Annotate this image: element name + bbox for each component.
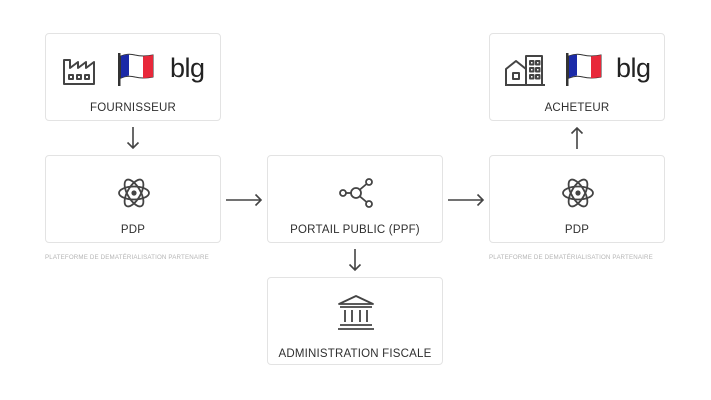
- arrow-down-portail-administration: [348, 249, 362, 272]
- buildings-icon: [505, 55, 545, 86]
- administration-node: ADMINISTRATION FISCALE: [267, 277, 443, 365]
- pdp-right-label: PDP: [564, 224, 590, 236]
- arrow-right-pdp-portail: [226, 193, 263, 207]
- acheteur-node: blg ACHETEUR: [489, 33, 665, 121]
- network-hub-icon: [339, 178, 373, 208]
- government-building-icon: [338, 295, 374, 330]
- pdp-right-caption: PLATEFORME DE DEMATÉRIALISATION PARTENAI…: [489, 254, 653, 261]
- arrow-right-portail-pdp: [448, 193, 485, 207]
- pdp-left-caption: PLATEFORME DE DEMATÉRIALISATION PARTENAI…: [45, 254, 209, 261]
- pdp-left-node: PDP: [45, 155, 221, 243]
- france-flag-icon: [118, 53, 154, 86]
- acheteur-brand-logo: blg: [616, 53, 651, 83]
- portail-label: PORTAIL PUBLIC (PPF): [290, 224, 420, 236]
- atom-icon: [562, 178, 594, 208]
- fournisseur-label: FOURNISSEUR: [90, 102, 176, 114]
- fournisseur-brand-logo: blg: [170, 53, 205, 83]
- pdp-right-node: PDP: [489, 155, 665, 243]
- arrow-up-pdp-acheteur: [570, 126, 584, 149]
- pdp-left-label: PDP: [120, 224, 146, 236]
- portail-node: PORTAIL PUBLIC (PPF): [267, 155, 443, 243]
- france-flag-icon: [566, 53, 602, 86]
- fournisseur-node: blg FOURNISSEUR: [45, 33, 221, 121]
- administration-label: ADMINISTRATION FISCALE: [278, 348, 432, 360]
- factory-icon: [63, 59, 95, 85]
- acheteur-label: ACHETEUR: [544, 102, 610, 114]
- arrow-down-fournisseur-pdp: [126, 127, 140, 150]
- atom-icon: [118, 178, 150, 208]
